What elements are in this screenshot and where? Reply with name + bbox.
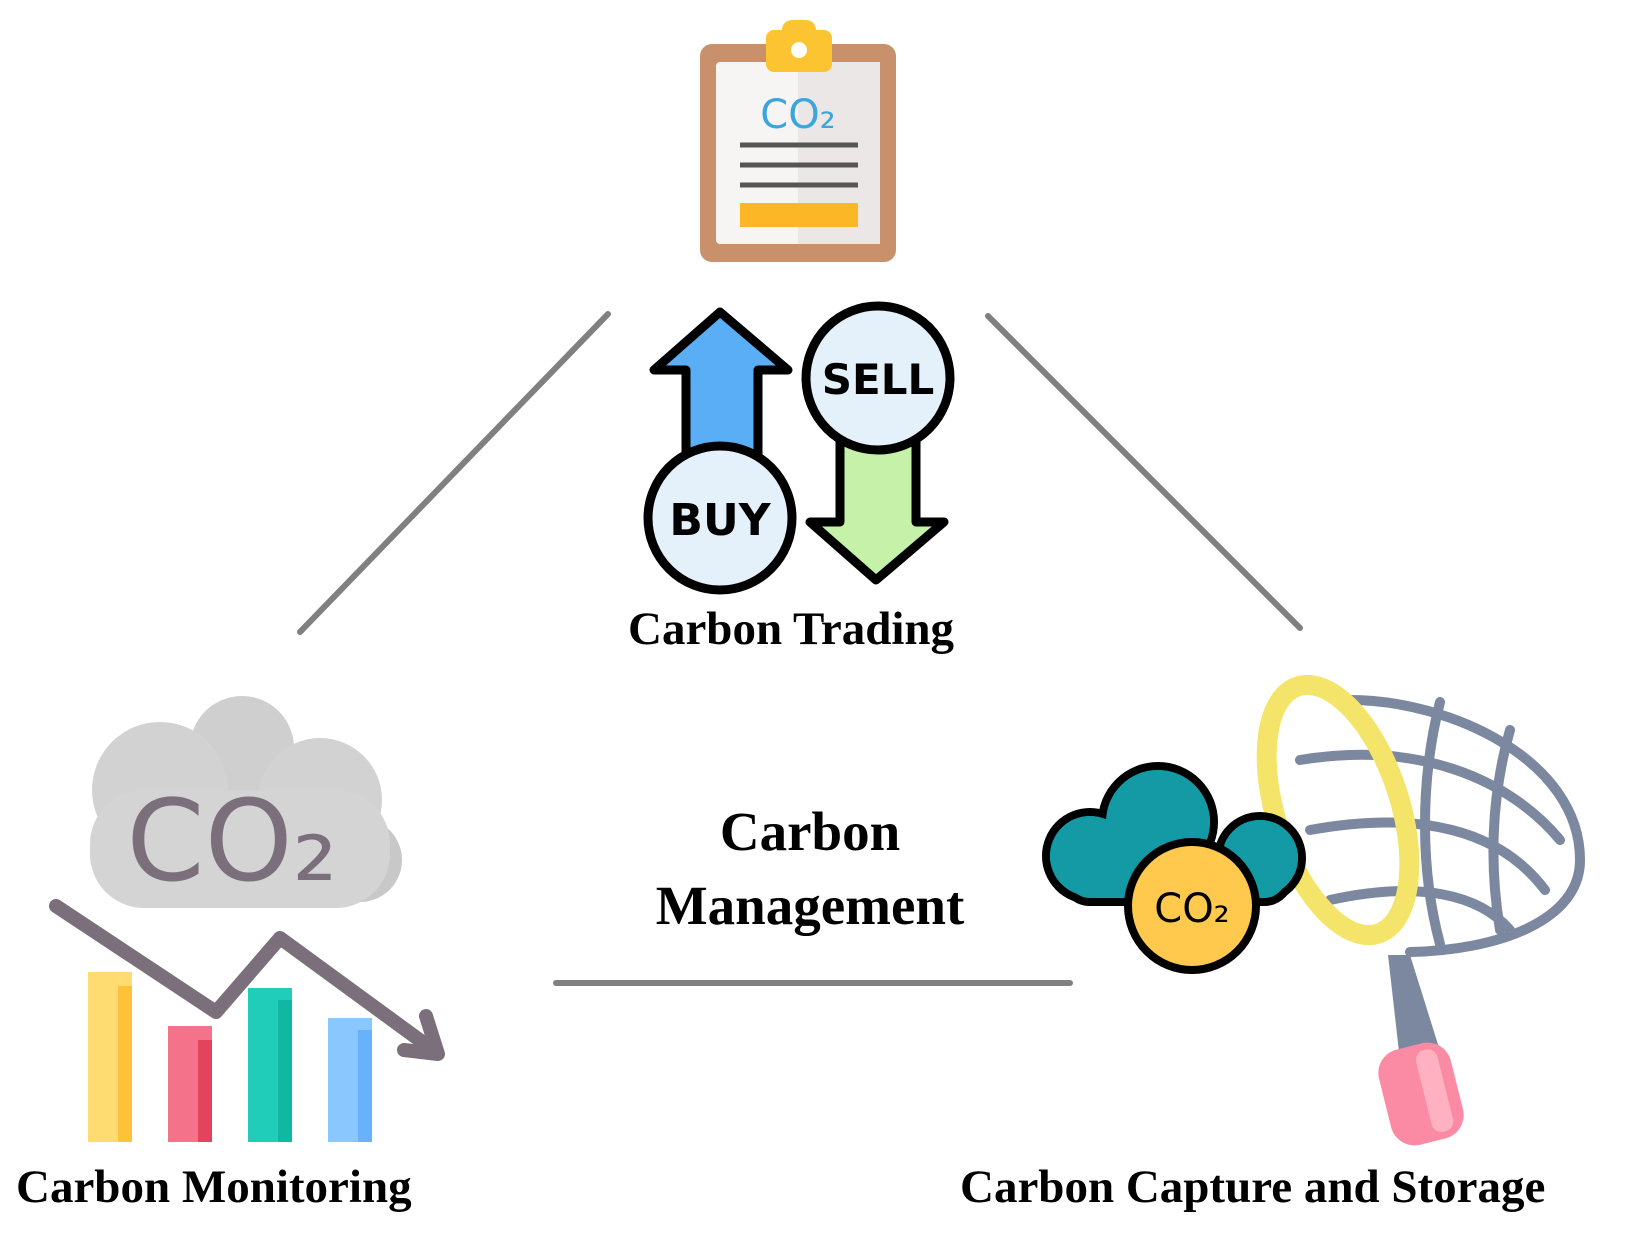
- center-title-line2: Management: [655, 875, 965, 936]
- capture-net-icon: CO₂: [1042, 674, 1586, 1146]
- sell-text: SELL: [822, 355, 934, 404]
- monitoring-icon: CO₂: [49, 696, 445, 1142]
- connector-top-left: [297, 311, 611, 635]
- node-label-carbon-monitoring: Carbon Monitoring: [16, 1161, 412, 1213]
- center-title-line1: Carbon: [719, 801, 901, 862]
- center-title: Carbon Management: [560, 795, 1060, 943]
- co2-coin: [1124, 838, 1260, 974]
- node-label-carbon-trading: Carbon Trading: [628, 603, 955, 655]
- sell-coin: [801, 301, 955, 455]
- clipboard-icon: CO₂: [700, 20, 896, 262]
- buy-text: BUY: [669, 495, 771, 546]
- coin-co2-text: CO₂: [1154, 886, 1229, 932]
- cloud-co2-text: CO₂: [126, 777, 337, 907]
- buy-coin: [643, 441, 797, 595]
- net-mesh: [1295, 695, 1586, 957]
- trend-arrow-icon: [49, 899, 443, 1059]
- connector-top-right: [985, 313, 1303, 631]
- buy-sell-icon: BUY SELL: [643, 301, 955, 595]
- up-arrow-icon: [649, 307, 793, 465]
- clipboard-co2-text: CO₂: [760, 92, 835, 138]
- co2-cloud-icon: CO₂: [90, 696, 402, 908]
- node-label-carbon-capture-storage: Carbon Capture and Storage: [960, 1161, 1546, 1213]
